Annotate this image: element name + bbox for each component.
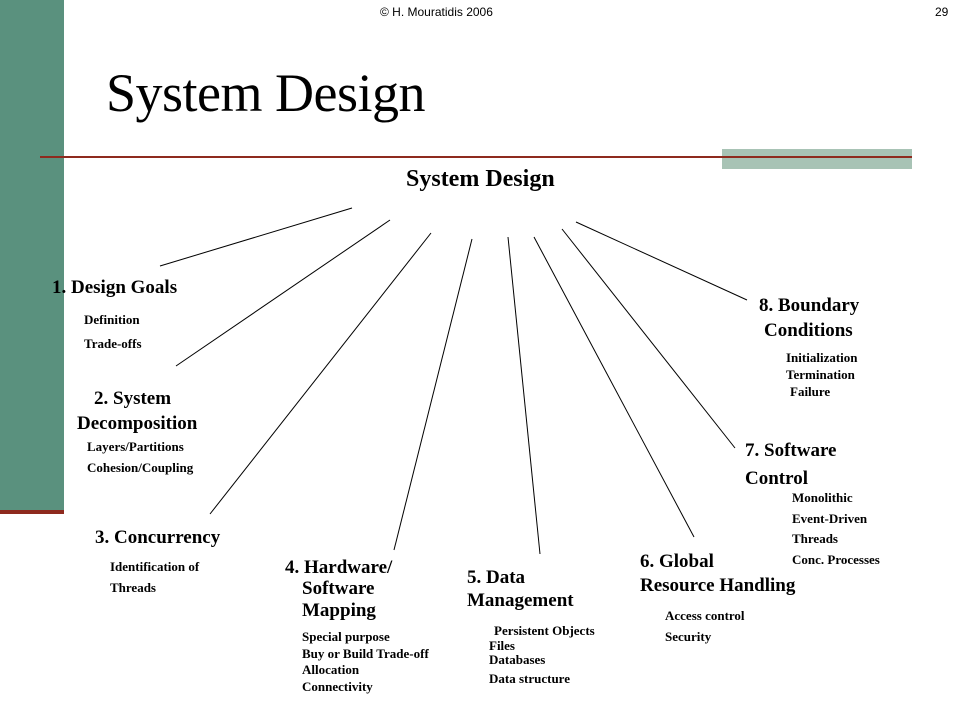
connector-data-management	[507, 236, 541, 555]
side-accent-bar	[0, 0, 64, 512]
connector-design-goals	[159, 207, 353, 267]
node-hardware-software-mapping-item: Buy or Build Trade-off	[302, 646, 429, 661]
title-rule-accent	[722, 149, 912, 169]
node-hardware-software-mapping-heading: Mapping	[302, 600, 376, 621]
node-global-resource-handling-heading: 6. Global	[640, 551, 714, 572]
node-data-management-item: Data structure	[489, 671, 570, 686]
node-boundary-conditions-heading: Conditions	[764, 320, 853, 341]
node-hardware-software-mapping-heading: Software	[302, 578, 375, 599]
node-concurrency-item: Identification of	[110, 559, 200, 574]
slide-title: System Design	[106, 63, 426, 123]
node-system-decomposition-item: Layers/Partitions	[87, 439, 184, 454]
node-software-control-item: Threads	[792, 531, 838, 546]
node-global-resource-handling-heading: Resource Handling	[640, 575, 796, 596]
node-system-decomposition-item: Cohesion/Coupling	[87, 460, 194, 475]
node-data-management-heading: Management	[467, 590, 574, 611]
node-concurrency-item: Threads	[110, 580, 156, 595]
node-design-goals-item: Definition	[84, 312, 140, 327]
node-concurrency-heading: 3. Concurrency	[95, 527, 221, 548]
center-node-label: System Design	[406, 166, 555, 192]
node-data-management-item: Databases	[489, 652, 546, 667]
node-data-management-heading: 5. Data	[467, 567, 526, 588]
copyright-notice: © H. Mouratidis 2006	[380, 5, 493, 19]
node-software-control-item: Conc. Processes	[792, 552, 880, 567]
node-data-management-item: Files	[489, 638, 515, 653]
connector-global-resource-handling	[533, 236, 695, 538]
connector-software-control	[561, 228, 736, 449]
node-hardware-software-mapping-heading: 4. Hardware/	[285, 557, 393, 578]
connector-concurrency	[209, 232, 432, 515]
node-hardware-software-mapping-item: Allocation	[302, 662, 360, 677]
connector-boundary-conditions	[575, 221, 748, 301]
node-boundary-conditions-item: Failure	[790, 384, 831, 399]
node-boundary-conditions-item: Termination	[786, 367, 855, 382]
node-software-control-heading: 7. Software	[745, 440, 837, 461]
node-system-decomposition-heading: Decomposition	[77, 413, 198, 434]
node-system-decomposition-heading: 2. System	[94, 388, 172, 409]
node-software-control-heading: Control	[745, 468, 808, 489]
node-software-control-item: Event-Driven	[792, 511, 868, 526]
node-design-goals-heading: 1. Design Goals	[52, 277, 178, 298]
node-global-resource-handling-item: Security	[665, 629, 712, 644]
node-design-goals-item: Trade-offs	[84, 336, 142, 351]
node-hardware-software-mapping-item: Special purpose	[302, 629, 390, 644]
node-data-management-item: Persistent Objects	[494, 623, 595, 638]
node-software-control-item: Monolithic	[792, 490, 853, 505]
side-bar-base-stripe	[0, 510, 64, 514]
node-boundary-conditions-item: Initialization	[786, 350, 858, 365]
node-global-resource-handling-item: Access control	[665, 608, 745, 623]
node-hardware-software-mapping-item: Connectivity	[302, 679, 373, 694]
node-boundary-conditions-heading: 8. Boundary	[759, 295, 860, 316]
connector-system-decomposition	[175, 219, 391, 367]
title-rule	[40, 156, 912, 158]
connector-hardware-software-mapping	[393, 238, 473, 551]
page-number: 29	[935, 5, 949, 19]
